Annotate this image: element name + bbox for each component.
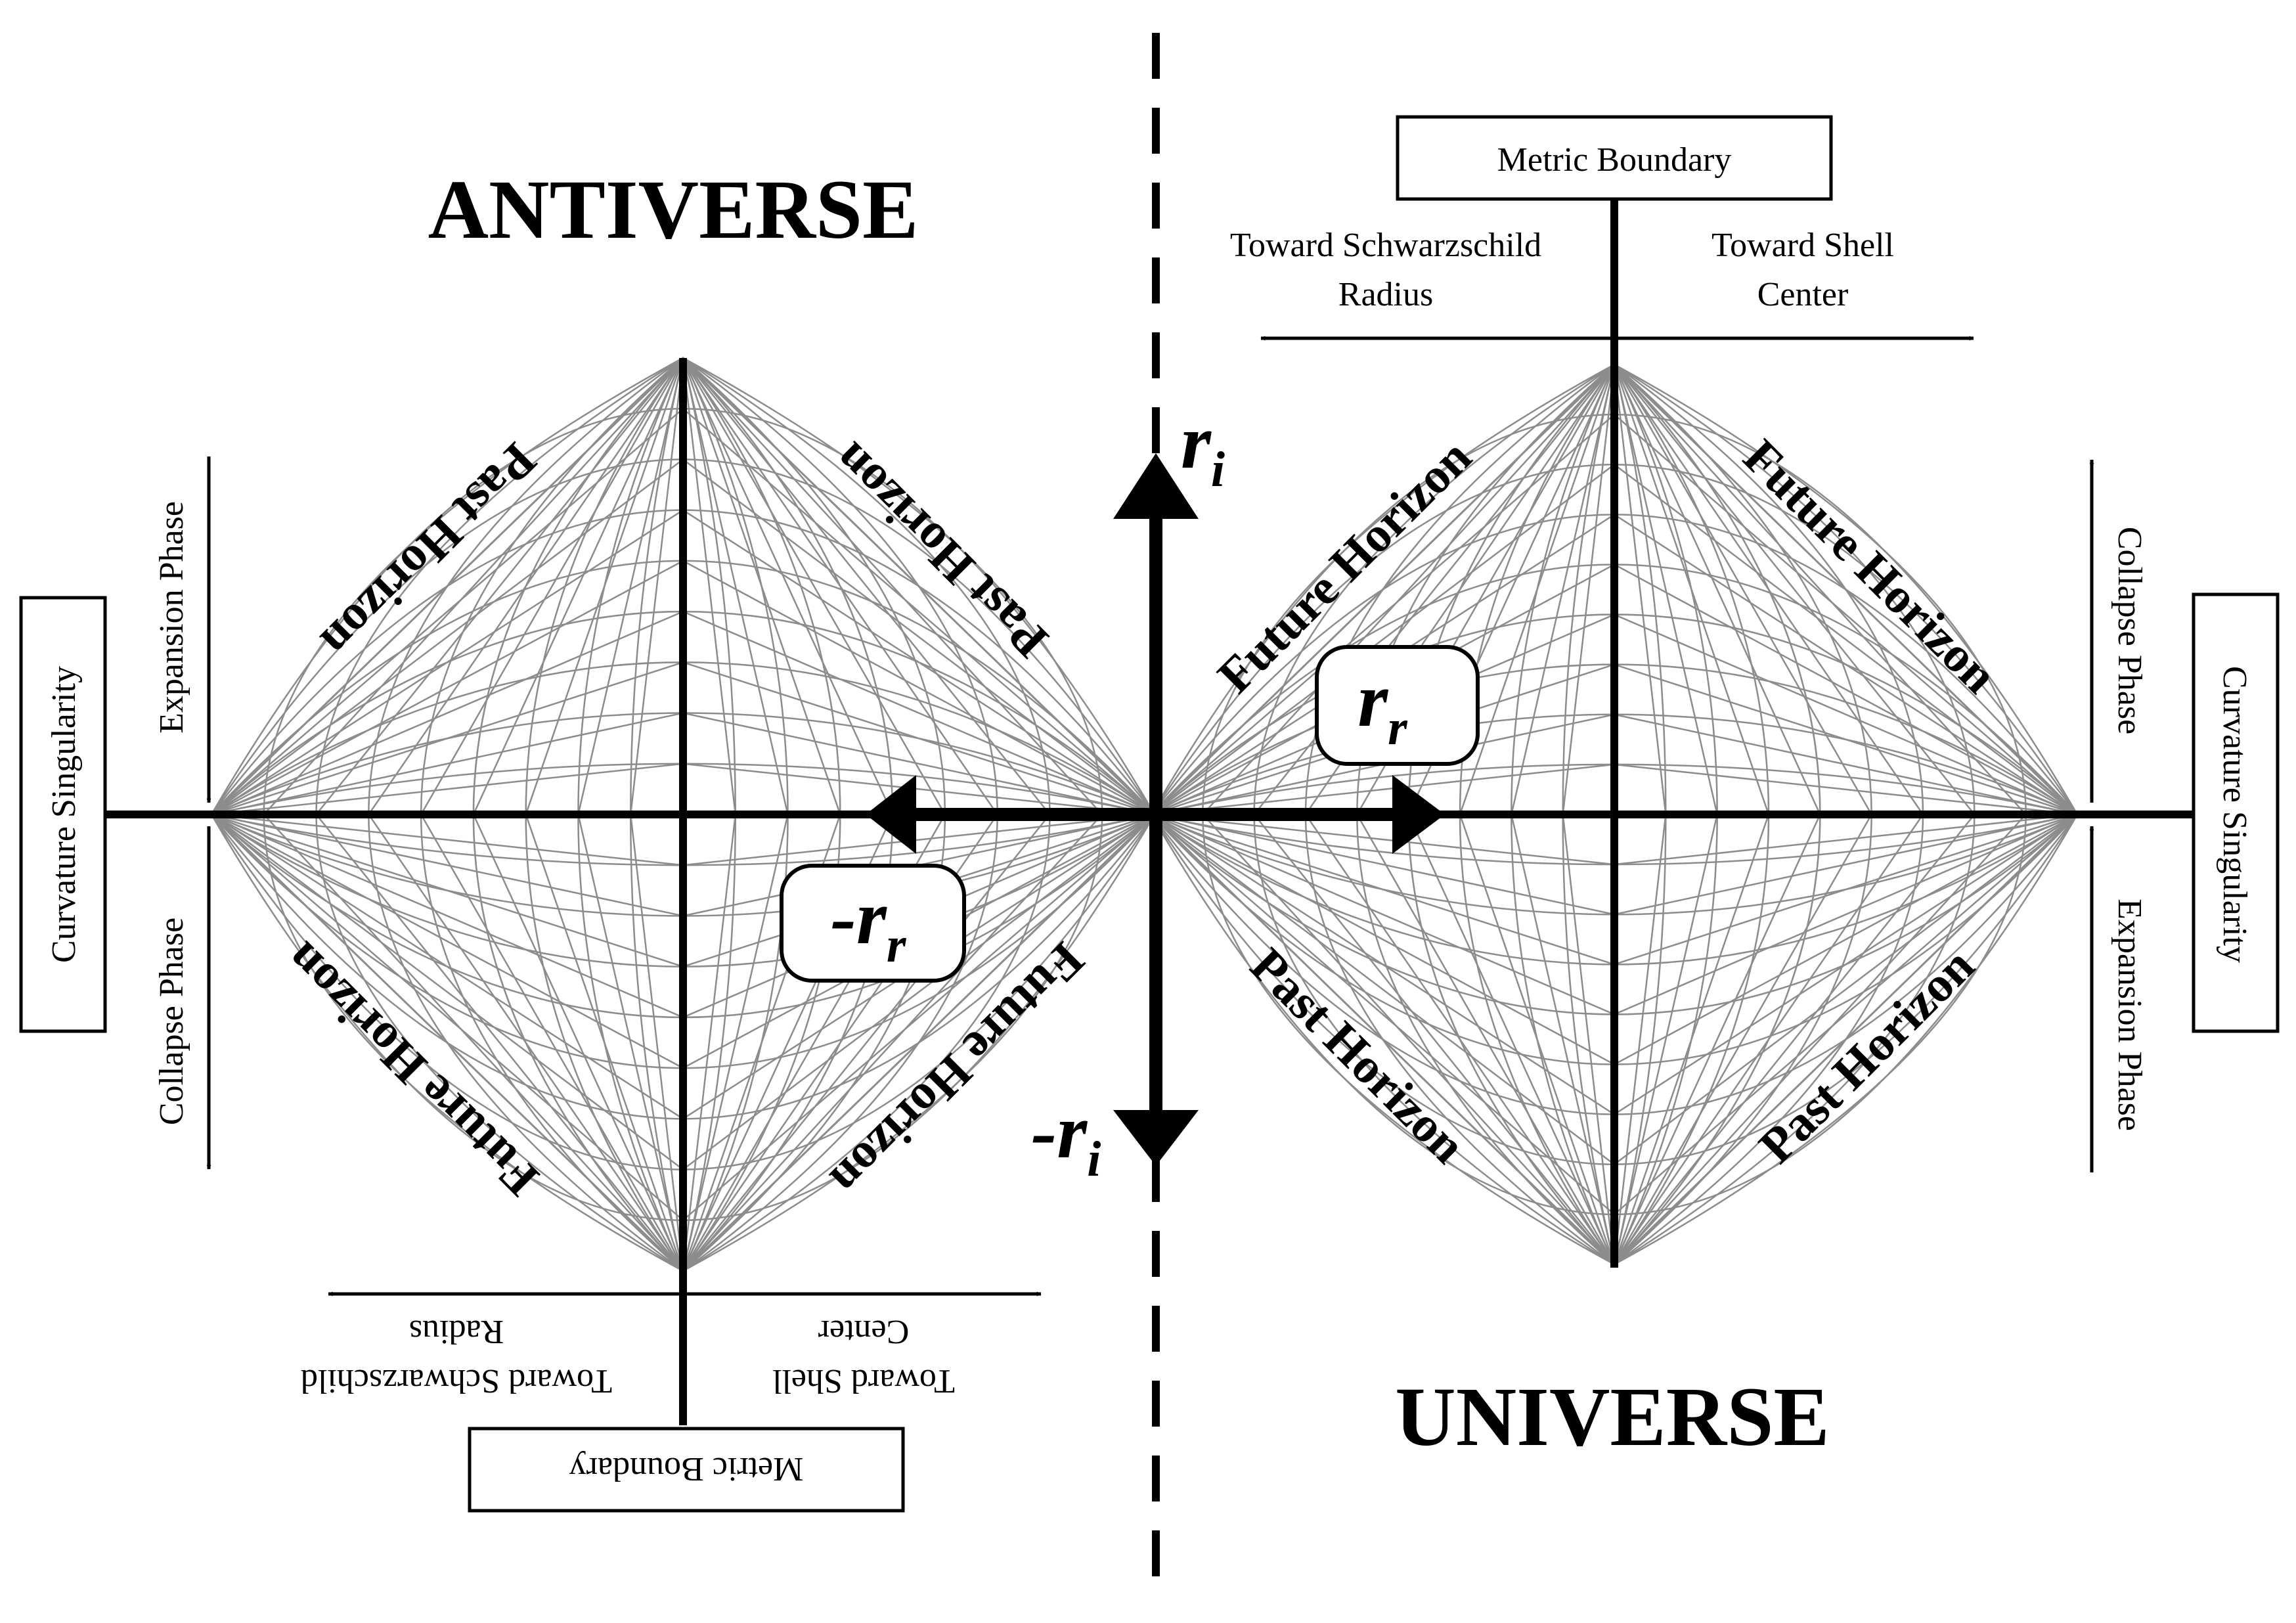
toward-shell-label: Toward Shell [772, 1362, 955, 1400]
metric-boundary-box-top: Metric Boundary [1396, 115, 1833, 201]
neg-rr-label-box: -rr [780, 864, 966, 983]
metric-boundary-label: Metric Boundary [569, 1450, 804, 1488]
curvature-singularity-label: Curvature Singularity [45, 666, 83, 963]
rr-label-box: rr [1315, 645, 1480, 766]
right-collapse-phase-label: Collapse Phase [2111, 527, 2148, 734]
left-collapse-phase-label: Collapse Phase [153, 918, 190, 1125]
metric-boundary-box-bottom: Metric Boundary [468, 1427, 905, 1513]
rr-axis [866, 775, 1445, 854]
toward-schwarzschild-label: Toward Schwarzschild [1230, 227, 1541, 264]
rr-label: rr [1358, 657, 1408, 755]
ri-up-arrowhead [1113, 453, 1199, 519]
toward-schwarzschild-label-line2: Radius [1338, 276, 1433, 313]
universe-past-horizon-left: Past Horizon [1240, 938, 1476, 1174]
curvature-singularity-box-right: Curvature Singularity [2192, 592, 2280, 1033]
toward-shell-label: Toward Shell [1711, 227, 1894, 264]
metric-boundary-label: Metric Boundary [1497, 141, 1732, 179]
ri-label: ri [1181, 399, 1225, 497]
toward-shell-label-line2: Center [818, 1313, 910, 1350]
antiverse-title: ANTIVERSE [428, 163, 919, 256]
rr-right-arrowhead [1392, 775, 1445, 854]
curvature-singularity-box-left: Curvature Singularity [19, 596, 107, 1033]
neg-ri-label: -ri [1031, 1088, 1101, 1187]
curvature-singularity-label: Curvature Singularity [2216, 666, 2253, 963]
rr-left-arrowhead [866, 775, 916, 854]
left-expansion-phase-label: Expansion Phase [153, 501, 190, 734]
neg-rr-label: -rr [831, 874, 907, 973]
ri-down-arrowhead [1113, 1110, 1199, 1166]
toward-shell-label-line2: Center [1757, 276, 1849, 313]
toward-schwarzschild-label: Toward Schwarzschild [301, 1362, 612, 1400]
right-expansion-phase-label: Expansion Phase [2111, 899, 2148, 1131]
universe-title: UNIVERSE [1395, 1370, 1830, 1463]
universe-future-horizon-right: Future Horizon [1733, 429, 2008, 703]
toward-schwarzschild-label-line2: Radius [409, 1313, 504, 1350]
